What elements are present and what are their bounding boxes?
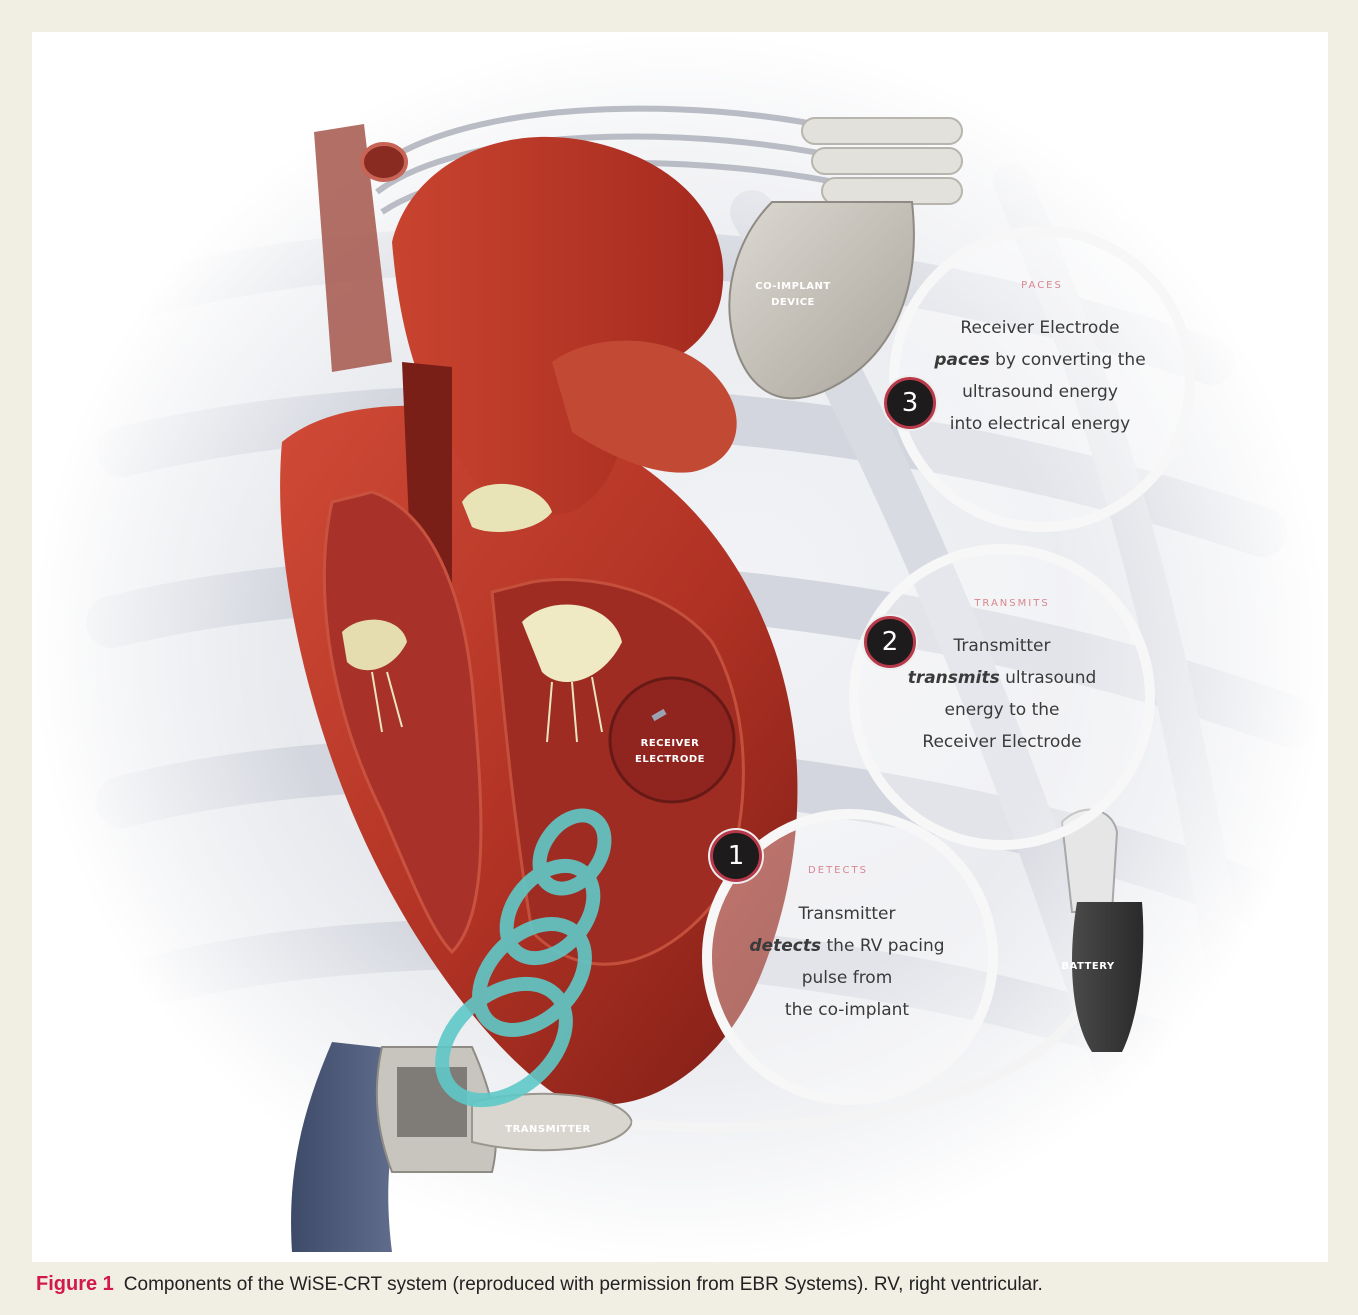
step-1-badge: 1 xyxy=(710,830,762,882)
transmits-line-1: Transmitter xyxy=(892,630,1112,662)
transmits-line-2-rest: ultrasound xyxy=(1000,668,1097,688)
caption-text: Components of the WiSE-CRT system (repro… xyxy=(124,1274,1043,1295)
detects-line-2: detects the RV pacing xyxy=(732,930,962,962)
transmitter-label: TRANSMITTER xyxy=(488,1122,608,1138)
receiver-label-line2: ELECTRODE xyxy=(610,752,730,768)
paces-line-4: into electrical energy xyxy=(910,408,1170,440)
battery-label: BATTERY xyxy=(1048,959,1128,975)
paces-emphasis: paces xyxy=(934,350,989,370)
paces-line-1: Receiver Electrode xyxy=(910,312,1170,344)
paces-description: Receiver Electrode paces by converting t… xyxy=(910,312,1170,440)
receiver-electrode-label: RECEIVER ELECTRODE xyxy=(610,736,730,768)
transmits-line-2: transmits ultrasound xyxy=(892,662,1112,694)
transmits-line-3: energy to the xyxy=(892,694,1112,726)
transmits-heading: TRANSMITS xyxy=(922,598,1102,609)
detects-description: Transmitter detects the RV pacing pulse … xyxy=(732,898,962,1026)
co-implant-label-line2: DEVICE xyxy=(734,295,852,311)
receiver-label-line1: RECEIVER xyxy=(610,736,730,752)
figure-label: Figure 1 xyxy=(36,1273,114,1295)
paces-line-3: ultrasound energy xyxy=(910,376,1170,408)
detects-emphasis: detects xyxy=(749,936,821,956)
paces-line-2: paces by converting the xyxy=(910,344,1170,376)
detects-line-2-rest: the RV pacing xyxy=(821,936,944,956)
transmits-line-4: Receiver Electrode xyxy=(892,726,1112,758)
figure-caption: Figure 1 Components of the WiSE-CRT syste… xyxy=(36,1273,1336,1296)
transmits-emphasis: transmits xyxy=(908,668,1000,688)
co-implant-label: CO-IMPLANT DEVICE xyxy=(734,279,852,311)
detects-line-3: pulse from xyxy=(732,962,962,994)
detects-line-1: Transmitter xyxy=(732,898,962,930)
transmits-description: Transmitter transmits ultrasound energy … xyxy=(892,630,1112,758)
co-implant-label-line1: CO-IMPLANT xyxy=(734,279,852,295)
detects-heading: DETECTS xyxy=(748,865,928,876)
paces-heading: PACES xyxy=(952,280,1132,291)
paces-line-2-rest: by converting the xyxy=(990,350,1146,370)
wise-crt-illustration xyxy=(32,32,1328,1262)
figure-panel: CO-IMPLANT DEVICE RECEIVER ELECTRODE BAT… xyxy=(32,32,1328,1262)
detects-line-4: the co-implant xyxy=(732,994,962,1026)
